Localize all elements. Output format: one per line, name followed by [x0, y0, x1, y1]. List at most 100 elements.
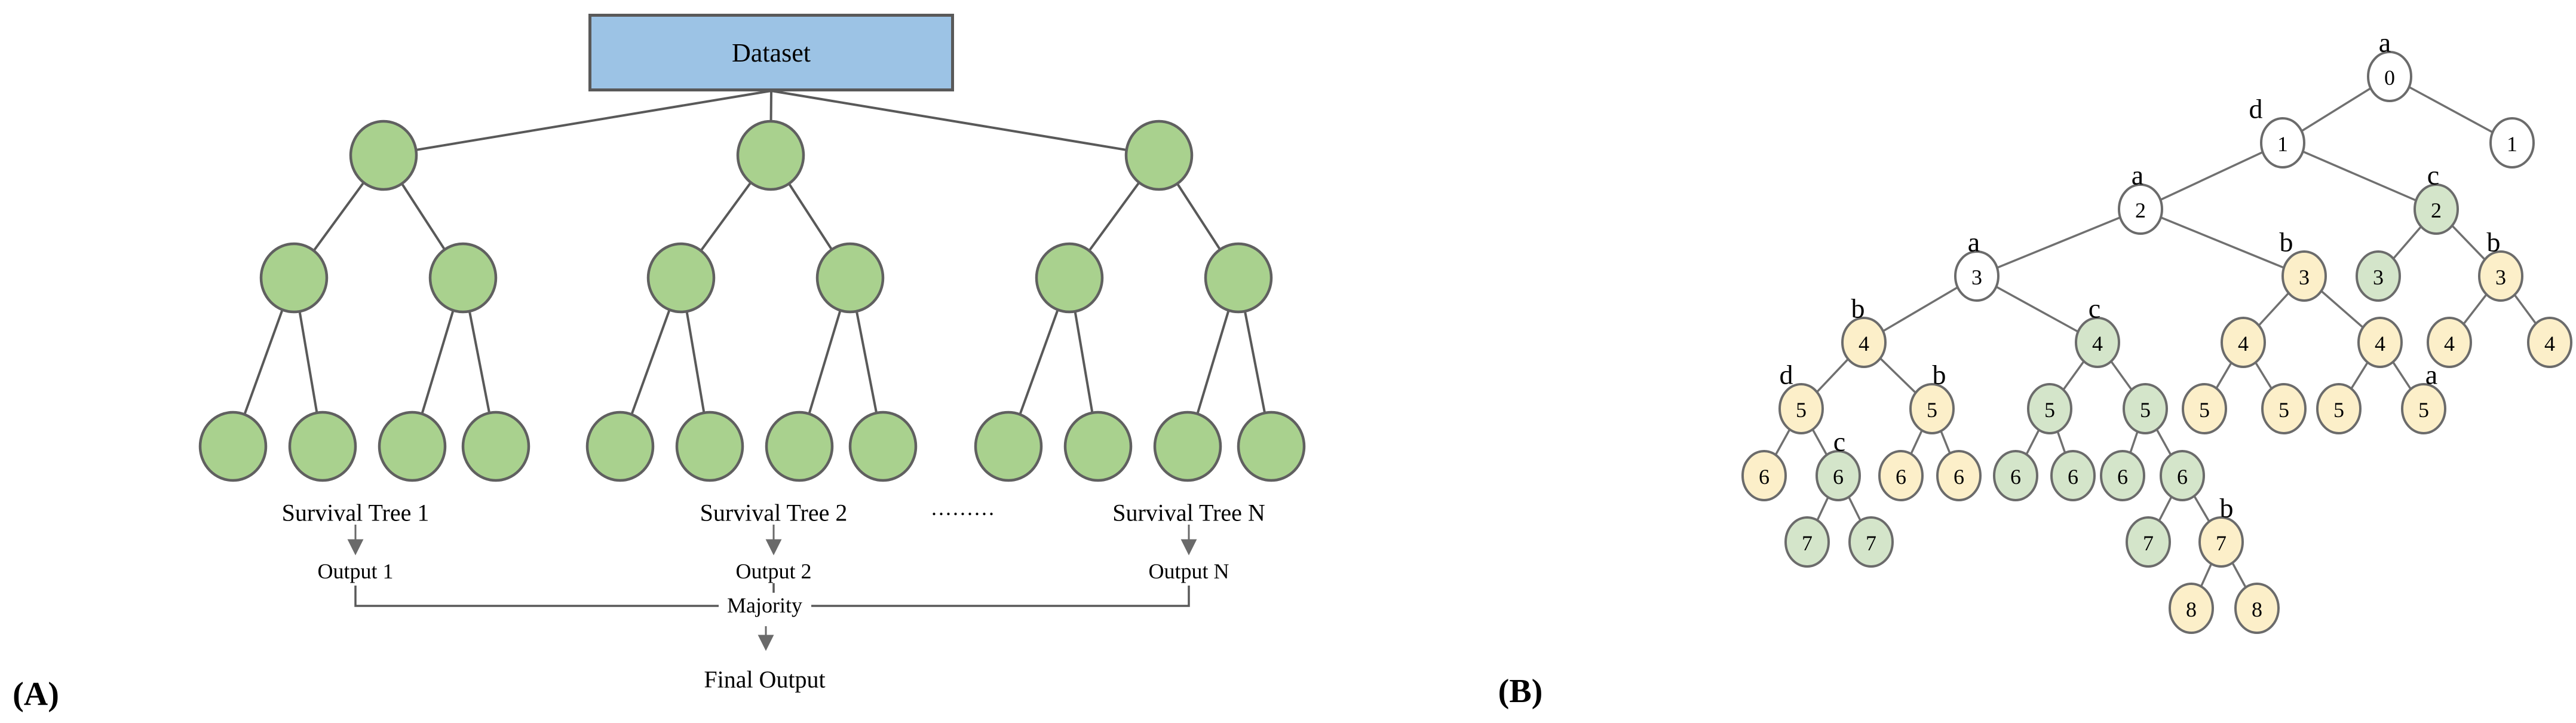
- ellipsis-dots: .........: [931, 496, 996, 520]
- node-value-n1R: 1: [2507, 132, 2517, 156]
- node-value-n5y2: 5: [2278, 398, 2289, 422]
- tree-edge: [2140, 208, 2305, 277]
- decision-node-n6g4: [2100, 450, 2145, 501]
- output-n-label: Output N: [1148, 559, 1229, 583]
- decision-node-n1L: [2260, 117, 2305, 169]
- tree-leaf-node: [1237, 410, 1306, 482]
- dataset-box: Dataset: [588, 14, 954, 91]
- node-letter-label-n5b: b: [1933, 360, 1946, 390]
- majority-label: Majority: [723, 593, 806, 618]
- tree-leaf-node: [1063, 410, 1133, 482]
- panel-b-tag: (B): [1498, 673, 1543, 710]
- tree-1-root-node: [349, 120, 418, 191]
- node-value-n3g: 3: [2373, 265, 2384, 289]
- node-letter-label-n1L: d: [2249, 94, 2263, 124]
- decision-node-n4y4: [2527, 317, 2572, 368]
- node-value-n3b2: 3: [2495, 265, 2506, 289]
- decision-node-n6y2: [1878, 450, 1924, 501]
- connector-output-n-to-majority: [811, 586, 1190, 607]
- tree-leaf-node: [461, 410, 530, 482]
- decision-node-n4c: [2075, 317, 2120, 368]
- decision-node-n2c: [2414, 183, 2459, 235]
- node-value-n4y2: 4: [2375, 332, 2385, 356]
- decision-node-n1R: [2489, 117, 2535, 169]
- decision-node-n5g2: [2123, 383, 2168, 434]
- tree-node: [259, 242, 329, 314]
- node-value-n7g3: 7: [2143, 531, 2154, 555]
- decision-node-n3a: [1954, 250, 2000, 302]
- decision-node-n5y1: [2182, 383, 2227, 434]
- output-2-label: Output 2: [735, 559, 812, 583]
- node-value-n5y3: 5: [2333, 398, 2344, 422]
- node-value-n4y3: 4: [2444, 332, 2455, 356]
- decision-node-n6g2: [1993, 450, 2038, 501]
- node-value-n7g1: 7: [1802, 531, 1813, 555]
- node-value-n6g5: 6: [2177, 465, 2188, 489]
- tree-leaf-node: [765, 410, 834, 482]
- decision-node-n7g3: [2126, 516, 2171, 568]
- node-value-n5g2: 5: [2140, 398, 2151, 422]
- decision-node-n5y3: [2316, 383, 2362, 434]
- node-value-n8a: 8: [2186, 598, 2197, 621]
- decision-node-n5d: [1778, 383, 1824, 434]
- node-value-n4y1: 4: [2238, 332, 2249, 356]
- tree-node: [1035, 242, 1104, 314]
- node-value-n4b: 4: [1859, 332, 1869, 356]
- node-value-n6y3: 6: [1954, 465, 1964, 489]
- panel-a-tag: (A): [13, 676, 59, 713]
- decision-node-n5y2: [2261, 383, 2307, 434]
- edge-dataset-to-tree-1: [383, 90, 772, 157]
- node-value-n6g2: 6: [2010, 465, 2021, 489]
- decision-node-n6g5: [2160, 450, 2205, 501]
- tree-edge: [2282, 142, 2437, 210]
- node-letter-label-n7y: b: [2220, 493, 2234, 523]
- node-letter-label-n6g1: c: [1833, 427, 1845, 457]
- node-value-n5d: 5: [1796, 398, 1807, 422]
- survival-tree-1-label: Survival Tree 1: [281, 499, 430, 526]
- decision-node-n7g2: [1848, 516, 1894, 568]
- node-value-n8b: 8: [2252, 598, 2262, 621]
- decision-node-n4y1: [2221, 317, 2266, 368]
- decision-node-n3g: [2356, 250, 2401, 302]
- decision-node-n6y1: [1741, 450, 1787, 501]
- node-value-n6g3: 6: [2068, 465, 2078, 489]
- node-letter-label-n4c: c: [2089, 293, 2100, 324]
- tree-leaf-node: [848, 410, 918, 482]
- decision-node-n6y3: [1936, 450, 1982, 501]
- output-1-label: Output 1: [317, 559, 394, 583]
- decision-node-n6g1: [1816, 450, 1861, 501]
- node-value-n6g1: 6: [1833, 465, 1844, 489]
- decision-node-n6g3: [2050, 450, 2096, 501]
- node-value-n3a: 3: [1971, 265, 1982, 289]
- decision-node-n4b: [1841, 317, 1887, 368]
- node-letter-label-n3a: a: [1968, 227, 1980, 258]
- survival-tree-n-label: Survival Tree N: [1112, 499, 1265, 526]
- node-value-n0: 0: [2384, 66, 2395, 90]
- node-value-n4c: 4: [2092, 332, 2103, 356]
- node-letter-label-n5d: d: [1780, 360, 1793, 390]
- node-letter-label-n3b1: b: [2280, 227, 2293, 258]
- tree-leaf-node: [675, 410, 744, 482]
- node-value-n2a: 2: [2135, 198, 2146, 222]
- node-value-n3b1: 3: [2299, 265, 2310, 289]
- node-letter-label-n2c: c: [2427, 160, 2439, 191]
- tree-leaf-node: [585, 410, 655, 482]
- node-value-n6y1: 6: [1759, 465, 1770, 489]
- tree-node: [646, 242, 716, 314]
- connector-output-1-to-majority: [354, 586, 719, 607]
- survival-tree-2-label: Survival Tree 2: [700, 499, 848, 526]
- node-value-n5b: 5: [1927, 398, 1937, 422]
- tree-3-root-node: [1124, 120, 1194, 191]
- tree-2-root-node: [736, 120, 805, 191]
- decision-node-n7y: [2198, 516, 2244, 568]
- decision-node-n2a: [2118, 183, 2163, 235]
- tree-node: [428, 242, 498, 314]
- decision-node-n7g1: [1784, 516, 1830, 568]
- node-value-n5y4: 5: [2418, 398, 2429, 422]
- node-value-n2c: 2: [2431, 198, 2442, 222]
- decision-node-n8b: [2234, 583, 2280, 634]
- node-value-n7y: 7: [2216, 531, 2227, 555]
- decision-node-n5b: [1909, 383, 1955, 434]
